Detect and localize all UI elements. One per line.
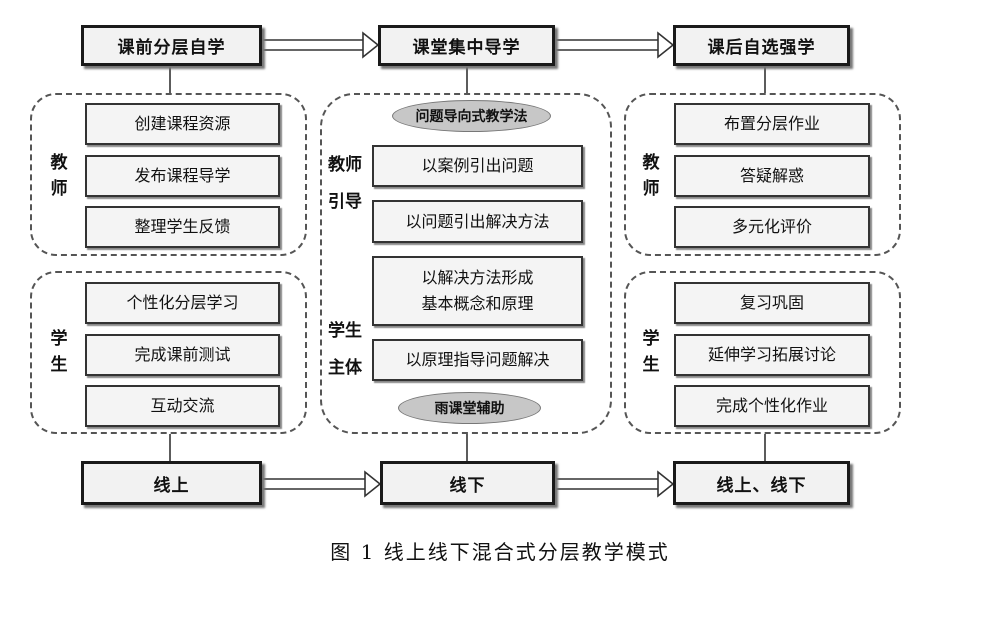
arrow-in-to-post [555,39,658,51]
pre-student-item: 互动交流 [85,385,280,427]
pre-teacher-group [30,93,307,256]
post-student-item: 复习巩固 [674,282,870,324]
stage-in-class: 课堂集中导学 [378,25,555,66]
in-class-step: 以解决方法形成 基本概念和原理 [372,256,583,326]
student-main-label-2: 主体 [328,358,362,378]
pre-student-label: 学生 [50,329,68,375]
post-teacher-item: 布置分层作业 [674,103,870,145]
mode-blended: 线上、线下 [673,461,850,505]
stage-post-class: 课后自选强学 [673,25,850,66]
teacher-guide-label-1: 教师 [328,155,362,175]
figure-caption: 图 1 线上线下混合式分层教学模式 [330,540,670,564]
post-student-group [624,271,901,434]
pre-teacher-item: 创建课程资源 [85,103,280,145]
student-main-label-1: 学生 [328,321,362,341]
pre-teacher-label: 教师 [50,153,68,199]
post-teacher-group [624,93,901,256]
in-class-step: 以案例引出问题 [372,145,583,187]
post-student-item: 完成个性化作业 [674,385,870,427]
post-teacher-item: 答疑解惑 [674,155,870,197]
stage-pre-class: 课前分层自学 [81,25,262,66]
pre-teacher-item: 发布课程导学 [85,155,280,197]
post-teacher-item: 多元化评价 [674,206,870,248]
teacher-guide-label-2: 引导 [328,192,362,212]
pre-student-group [30,271,307,434]
post-student-item: 延伸学习拓展讨论 [674,334,870,376]
in-class-group [320,93,612,434]
in-class-step: 以原理指导问题解决 [372,339,583,381]
mode-online: 线上 [81,461,262,505]
pre-student-item: 个性化分层学习 [85,282,280,324]
post-student-label: 学生 [642,329,660,375]
pre-student-item: 完成课前测试 [85,334,280,376]
method-oval: 问题导向式教学法 [392,100,551,132]
mode-offline: 线下 [380,461,555,505]
arrow-online-to-offline [262,478,365,490]
post-teacher-label: 教师 [642,153,660,199]
arrow-pre-to-in [262,39,363,51]
in-class-step: 以问题引出解决方法 [372,200,583,243]
arrow-offline-to-mixed [555,478,658,490]
pre-teacher-item: 整理学生反馈 [85,206,280,248]
support-oval: 雨课堂辅助 [398,392,541,424]
